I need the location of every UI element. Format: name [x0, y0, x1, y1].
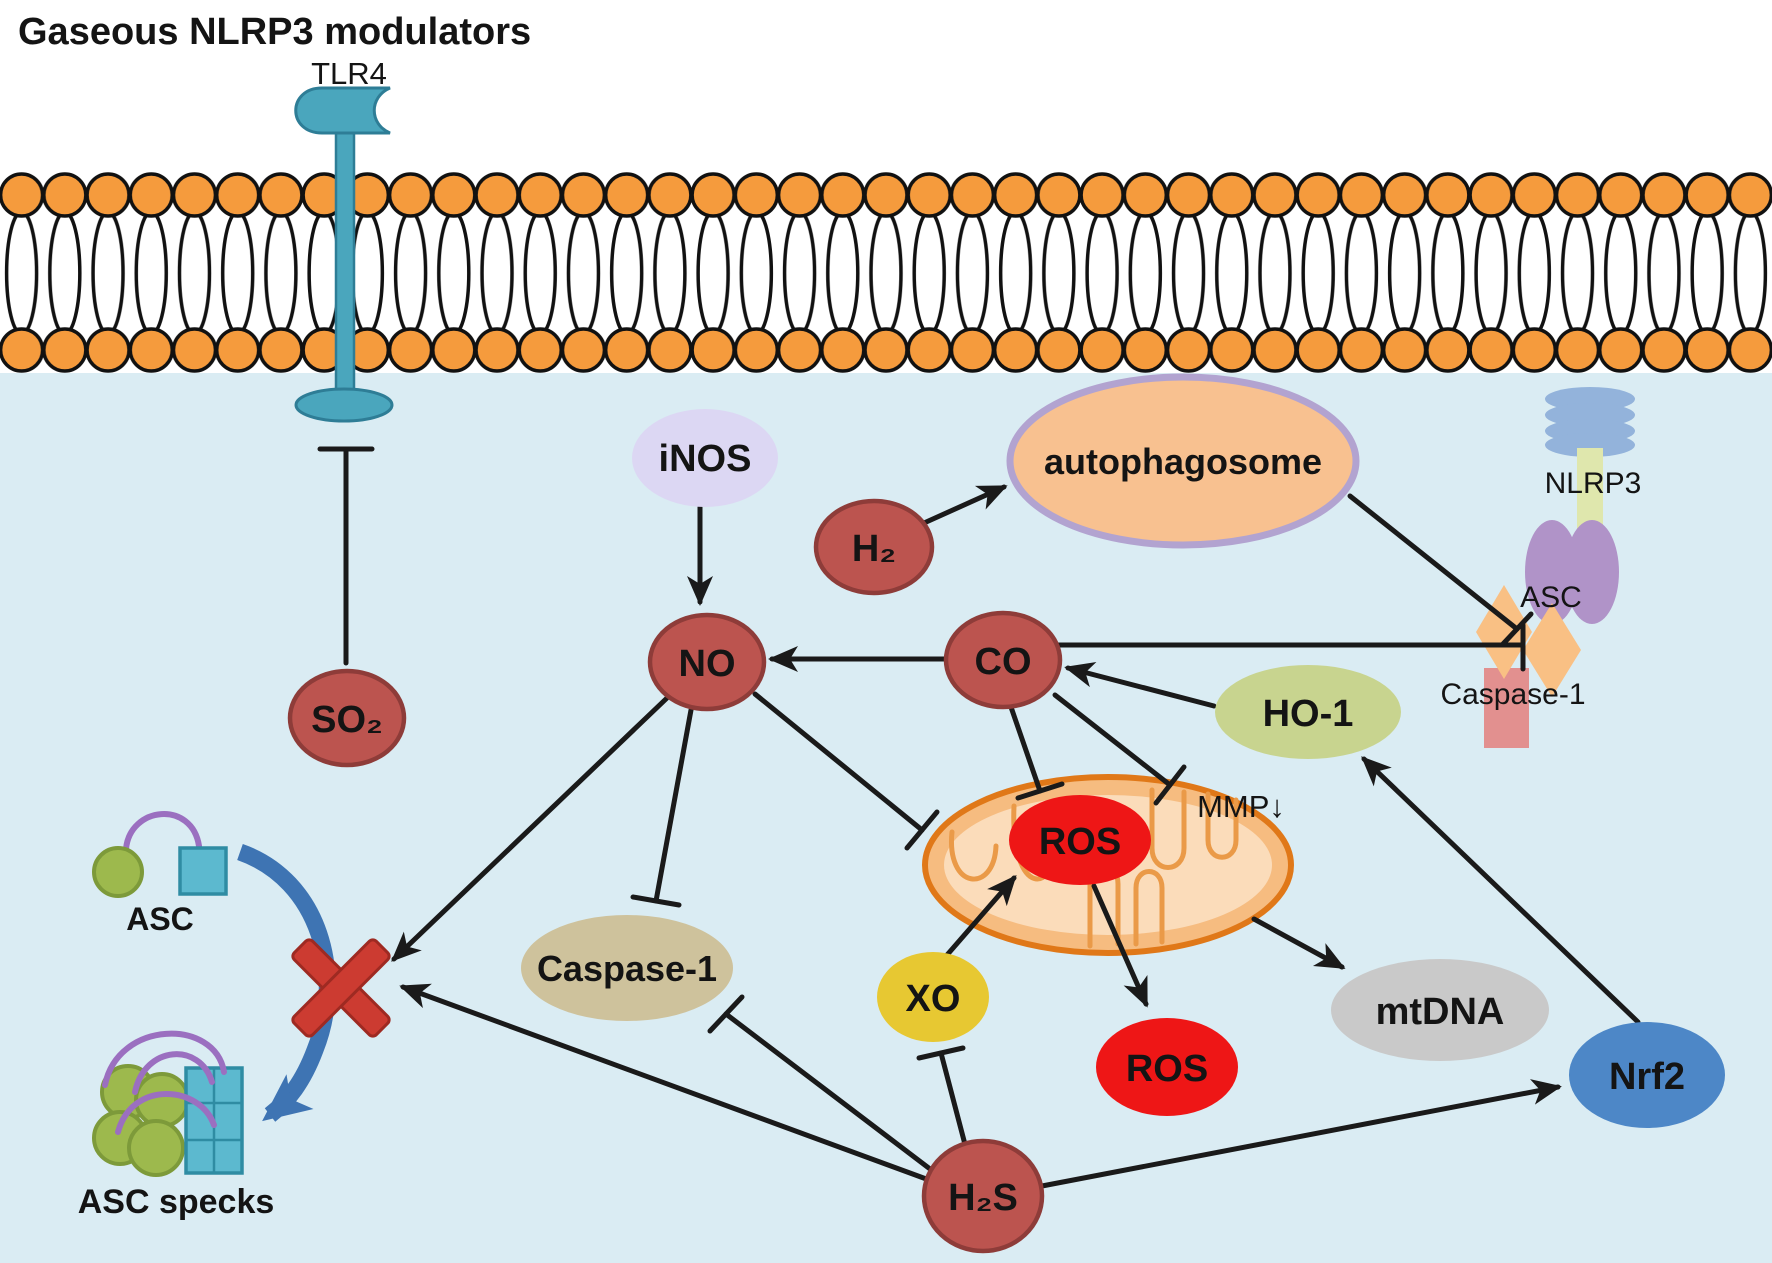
- nlrp3-label: NLRP3: [1545, 467, 1642, 500]
- asc-adaptor: [1525, 520, 1579, 624]
- inhibit-h2s-caspase1: [723, 1011, 937, 1175]
- edge-h2s-speck-block: [399, 983, 932, 1183]
- crista: [1205, 791, 1239, 860]
- crista: [1133, 869, 1165, 947]
- inhibit-co-mmp: [1052, 692, 1173, 788]
- inhibit-cap: [904, 809, 940, 851]
- inhibit-cap: [1015, 781, 1065, 801]
- edge-nrf2-ho1: [1361, 756, 1641, 1025]
- card-diamond: [1523, 603, 1581, 697]
- nodes: iNOS autophagosome H₂ NO CO SO₂ HO-1 ROS…: [287, 373, 1725, 1254]
- caspase1-domain: [1484, 668, 1529, 748]
- mmp-label: MMP↓: [1197, 789, 1285, 824]
- node-so2-label: SO₂: [311, 699, 383, 741]
- speck-arc: [102, 1030, 227, 1088]
- asc-complex-label: ASC: [1520, 581, 1582, 614]
- node-xo-label: XO: [906, 978, 961, 1020]
- cross-bar: [291, 938, 391, 1038]
- inhibit-no-mito-ros: [752, 691, 925, 833]
- node-nrf2: [1569, 1022, 1725, 1128]
- asc-pyd-circle: [92, 846, 144, 898]
- node-ros: [1096, 1018, 1238, 1116]
- figure-title: Gaseous NLRP3 modulators: [18, 11, 531, 53]
- node-inos: [632, 409, 778, 507]
- inhibit-no-caspase1: [653, 707, 694, 904]
- nlrp3-inflammasome: NLRP3 ASC Caspase-1: [1440, 387, 1641, 748]
- edge-no-speck-block: [391, 695, 670, 962]
- node-ros-mito: [1009, 795, 1151, 885]
- speck-arc: [132, 1051, 215, 1095]
- blocked-cross-icon: [291, 938, 391, 1038]
- node-co-label: CO: [975, 641, 1032, 683]
- inhibit-cap: [630, 894, 682, 908]
- inhibit-cap: [707, 994, 745, 1034]
- node-ros-label: ROS: [1126, 1048, 1208, 1090]
- speck-arc: [115, 1091, 217, 1135]
- inhibit-h2s-xo: [938, 1050, 970, 1155]
- tlr4-stem: [334, 118, 356, 402]
- speck-circle: [127, 1119, 185, 1177]
- tlr4-foot: [294, 387, 394, 423]
- edge-ros-ros: [1091, 883, 1149, 1008]
- node-h2-label: H₂: [852, 528, 896, 570]
- node-inos-label: iNOS: [659, 438, 752, 480]
- edge-mito-mtdna: [1251, 916, 1346, 970]
- node-no: [647, 612, 767, 712]
- asc-speck-assembly: ASC ASC specks: [78, 811, 391, 1221]
- edge-h2s-nrf2: [1039, 1079, 1562, 1189]
- caspase1-complex-label: Caspase-1: [1440, 678, 1585, 711]
- node-so2: [287, 668, 407, 768]
- node-h2: [813, 498, 935, 596]
- cell-membrane: [0, 157, 1772, 373]
- edge-h2-autophagosome: [921, 484, 1008, 526]
- asc-card-square: [178, 846, 228, 896]
- inhibit-co-ros: [1008, 704, 1043, 794]
- inhibit-autophagosome-inflammasome: [1347, 493, 1520, 632]
- node-caspase1-label: Caspase-1: [537, 948, 717, 989]
- node-autophagosome: [1006, 373, 1360, 549]
- node-h2s-label: H₂S: [948, 1177, 1018, 1219]
- node-no-label: NO: [679, 643, 736, 685]
- asc-adaptor: [1565, 520, 1619, 624]
- node-ho1: [1215, 665, 1401, 759]
- asc-specks-label: ASC specks: [78, 1183, 275, 1221]
- edge-xo-ros: [944, 874, 1017, 958]
- node-mtdna-label: mtDNA: [1376, 991, 1505, 1033]
- asc-monomer-label: ASC: [126, 901, 194, 937]
- tlr4-ectodomain: [294, 86, 391, 135]
- inhibit-cap: [916, 1045, 966, 1061]
- edge-ho1-co: [1064, 661, 1217, 709]
- crista: [949, 829, 999, 882]
- crista: [1149, 787, 1187, 870]
- inhibit-cap: [1153, 764, 1187, 806]
- node-ros-mito-label: ROS: [1039, 821, 1121, 863]
- node-ho1-label: HO-1: [1263, 693, 1354, 735]
- tlr4-label: TLR4: [311, 56, 387, 91]
- node-caspase1: [521, 915, 733, 1021]
- node-h2s: [921, 1138, 1045, 1254]
- node-mtdna: [1331, 959, 1549, 1061]
- node-nrf2-label: Nrf2: [1609, 1056, 1685, 1098]
- node-co: [943, 610, 1063, 710]
- nlrp3-barrel: [1545, 433, 1635, 457]
- node-autophagosome-label: autophagosome: [1044, 441, 1322, 482]
- node-xo: [877, 952, 989, 1042]
- pyd-linker-arc: [123, 811, 202, 852]
- edges: [317, 446, 1641, 1189]
- tlr4-receptor: TLR4: [294, 56, 394, 423]
- inhibit-cap: [1500, 611, 1534, 647]
